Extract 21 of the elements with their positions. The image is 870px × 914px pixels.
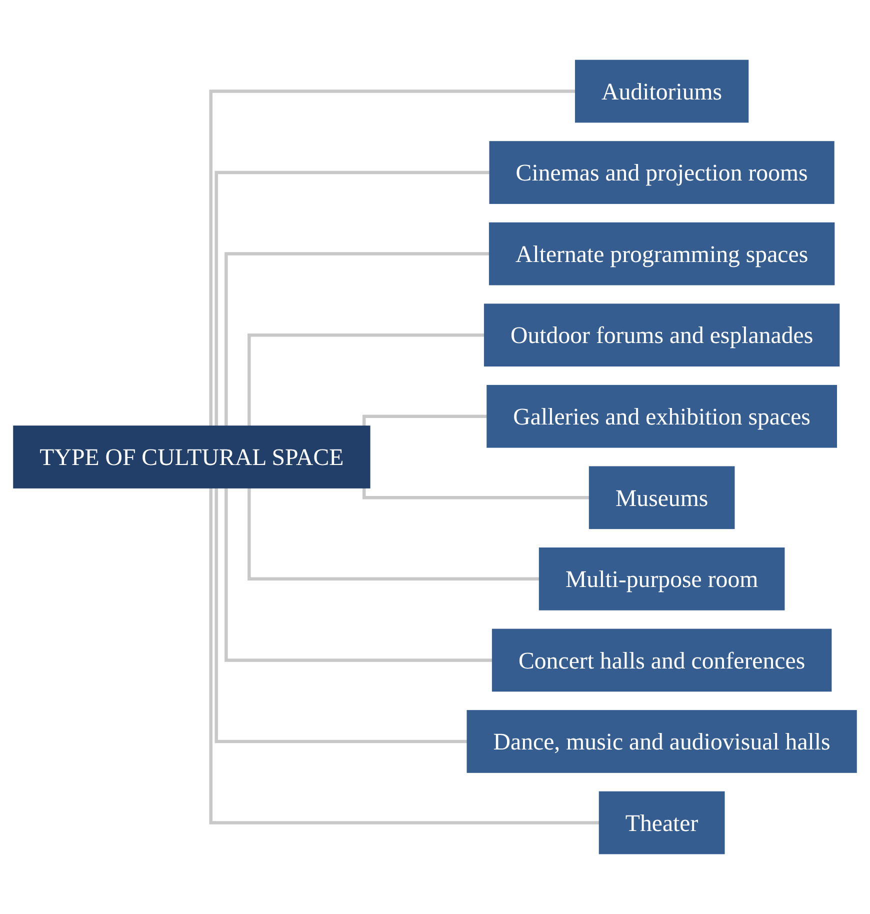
node-box: Dance, music and audiovisual halls	[466, 710, 857, 773]
connector	[248, 488, 540, 581]
connector	[362, 414, 488, 426]
connector	[214, 488, 468, 744]
connector	[224, 488, 492, 662]
node-box: Auditoriums	[574, 60, 749, 123]
connector	[209, 488, 600, 824]
connector	[362, 488, 590, 500]
connector	[224, 252, 490, 426]
node-box: Theater	[598, 791, 725, 854]
node-box: Museums	[588, 466, 735, 530]
connector	[209, 90, 576, 426]
connector	[214, 170, 490, 426]
node-box: Galleries and exhibition spaces	[486, 384, 837, 448]
node-box: Concert halls and conferences	[492, 628, 832, 692]
node-box: Outdoor forums and esplanades	[484, 304, 840, 366]
node-box: Alternate programming spaces	[488, 222, 835, 286]
node-box: Multi-purpose room	[538, 548, 785, 610]
node-box: TYPE OF CULTURAL SPACE	[13, 426, 370, 488]
connector	[248, 333, 484, 426]
node-box: Cinemas and projection rooms	[489, 141, 834, 204]
